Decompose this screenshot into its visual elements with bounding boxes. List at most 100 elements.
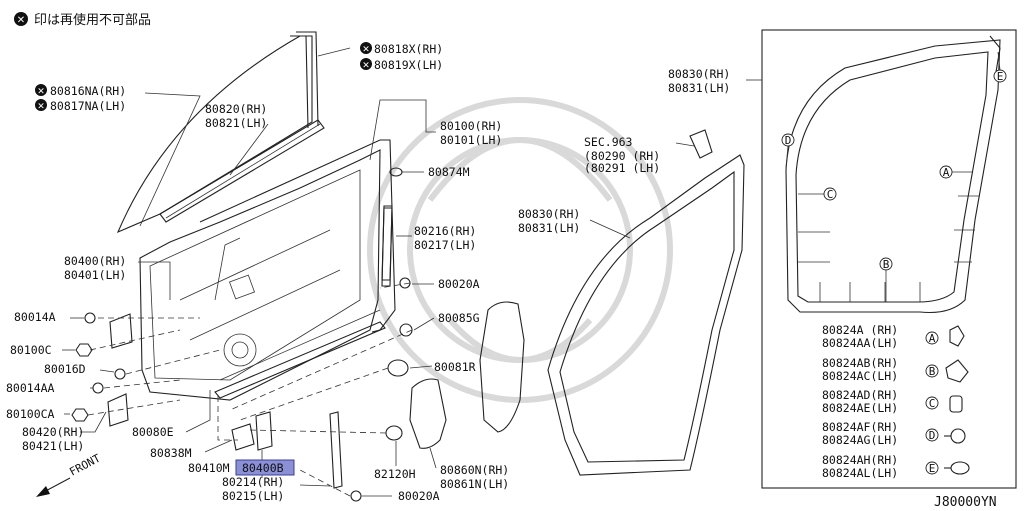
label-80838m: 80838M [150, 446, 192, 460]
label-80816na: ✕ 80816NA(RH) [35, 84, 126, 98]
label-80421: 80421(LH) [22, 439, 84, 453]
svg-text:E: E [929, 462, 936, 475]
bolt-80014aa [92, 382, 104, 394]
plug-80081r [387, 359, 409, 377]
label-80410m: 80410M [188, 461, 230, 475]
nut-80100ca [71, 408, 89, 422]
svg-text:✕: ✕ [362, 45, 370, 55]
svg-text:✕: ✕ [362, 61, 370, 71]
svg-text:80824AE(LH): 80824AE(LH) [822, 401, 898, 415]
label-80818x: ✕ 80818X(RH) [360, 42, 443, 56]
svg-text:80824A (RH): 80824A (RH) [822, 323, 898, 337]
svg-text:C: C [929, 397, 936, 410]
door-outer-shell [199, 139, 396, 333]
belt-molding [159, 119, 325, 223]
clip-legend: 80824A (RH) 80824AA(LH) A 80824AB(RH) 80… [822, 323, 970, 480]
legend-item-a: 80824A (RH) 80824AA(LH) A [822, 323, 965, 350]
label-80100c: 80100C [10, 343, 52, 357]
svg-text:80824AC(LH): 80824AC(LH) [822, 369, 898, 383]
lower-hinge [107, 393, 129, 427]
label-80217: 80217(LH) [414, 238, 476, 252]
svg-text:80819X(LH): 80819X(LH) [374, 58, 443, 72]
svg-text:B: B [929, 365, 936, 378]
sec-ref-line2: (80290 (RH) [584, 149, 660, 163]
legend-item-c: 80824AD(RH) 80824AE(LH) C [822, 388, 963, 415]
sec-ref-line1: SEC.963 [584, 135, 633, 149]
clip-c-icon [949, 395, 963, 413]
callout-b: B [879, 257, 893, 302]
svg-text:80824AF(RH): 80824AF(RH) [822, 420, 898, 434]
label-80831-mid: 80831(LH) [518, 221, 580, 235]
svg-text:A: A [943, 166, 950, 179]
label-80216: 80216(RH) [414, 224, 476, 238]
svg-text:C: C [827, 188, 834, 201]
label-80100: 80100(RH) [440, 119, 502, 133]
svg-text:D: D [929, 429, 936, 442]
svg-text:D: D [785, 134, 792, 147]
construction-lines [87, 282, 413, 497]
svg-text:80824AD(RH): 80824AD(RH) [822, 388, 898, 402]
label-80861n: 80861N(LH) [440, 477, 509, 491]
label-80874m: 80874M [428, 165, 470, 179]
clip-e-icon [950, 461, 970, 475]
label-80830-box: 80830(RH) [668, 67, 730, 81]
weatherstrip-detail [785, 35, 1001, 314]
svg-text:80818X(RH): 80818X(RH) [374, 42, 443, 56]
svg-text:✕: ✕ [17, 15, 25, 26]
svg-text:E: E [997, 70, 1004, 83]
svg-text:✕: ✕ [37, 87, 45, 97]
svg-text:80824AL(LH): 80824AL(LH) [822, 466, 898, 480]
label-80214: 80214(RH) [222, 475, 284, 489]
front-arrow-icon: FRONT [36, 451, 103, 497]
svg-text:80824AA(LH): 80824AA(LH) [822, 336, 898, 350]
svg-text:✕: ✕ [37, 102, 45, 112]
guide-bar-lower [329, 411, 343, 489]
door-inner-panel [139, 149, 381, 401]
label-80831-box: 80831(LH) [668, 81, 730, 95]
note-text: 印は再使用不可部品 [34, 12, 151, 28]
clip-d-icon [950, 428, 966, 444]
lower-channel [214, 309, 386, 399]
label-80101: 80101(LH) [440, 133, 502, 147]
svg-text:A: A [929, 332, 936, 345]
svg-text:80817NA(LH): 80817NA(LH) [50, 99, 126, 113]
label-80819x: ✕ 80819X(LH) [360, 58, 443, 72]
non-reusable-note: ✕ 印は再使用不可部品 [14, 12, 151, 28]
label-80400b: 80400B [242, 461, 284, 475]
highlight-80400b [235, 459, 295, 476]
bolt-80014a [84, 312, 96, 324]
callout-c: C [798, 187, 837, 201]
label-80817na: ✕ 80817NA(LH) [35, 99, 126, 113]
label-80420: 80420(RH) [22, 425, 84, 439]
sec-ref-line3: (80291 (LH) [584, 161, 660, 175]
front-label: FRONT [67, 451, 103, 478]
label-80020a-bottom: 80020A [398, 489, 440, 503]
label-82120h: 82120H [374, 467, 416, 481]
label-80016d: 80016D [44, 362, 86, 376]
upper-hinge [109, 313, 133, 349]
legend-item-e: 80824AH(RH) 80824AL(LH) E [822, 453, 970, 480]
callout-e: E [993, 51, 1007, 83]
label-80014aa: 80014AA [6, 381, 55, 395]
label-80215: 80215(LH) [222, 489, 284, 503]
label-80100ca: 80100CA [6, 407, 55, 421]
leader-lines [62, 47, 695, 497]
label-80860n: 80860N(RH) [440, 463, 509, 477]
label-80400: 80400(RH) [64, 254, 126, 268]
legend-item-b: 80824AB(RH) 80824AC(LH) B [822, 356, 969, 383]
svg-text:80824AH(RH): 80824AH(RH) [822, 453, 898, 467]
callout-a: A [939, 165, 972, 179]
legend-item-d: 80824AF(RH) 80824AG(LH) D [822, 420, 966, 447]
guide-bar-upper [381, 207, 393, 281]
svg-text:80824AG(LH): 80824AG(LH) [822, 433, 898, 447]
nut-80100c [75, 343, 93, 357]
clip-b-icon [945, 359, 969, 383]
label-80820: 80820(RH) [205, 102, 267, 116]
callout-d: D [781, 133, 795, 169]
label-80821: 80821(LH) [205, 116, 267, 130]
weatherstrip-middle [547, 154, 745, 476]
check-link [231, 411, 273, 451]
label-80014a: 80014A [14, 310, 56, 324]
sealing-screen-80860 [409, 301, 525, 449]
